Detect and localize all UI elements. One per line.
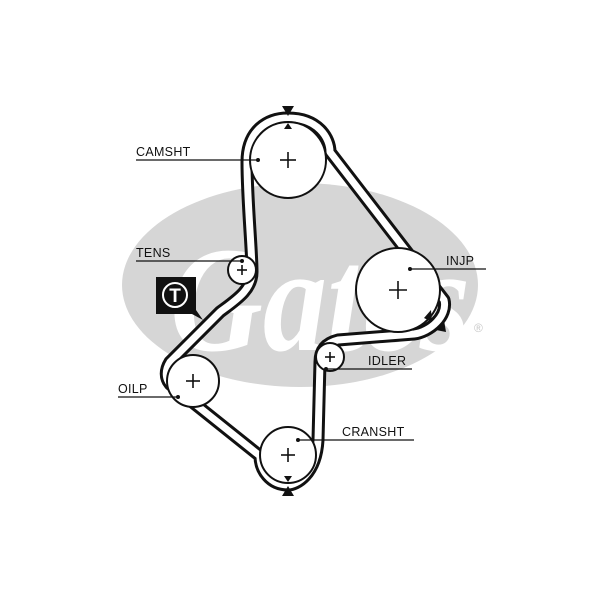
timing-marks: [282, 106, 446, 496]
registered-mark: ®: [474, 321, 483, 335]
belt-inner-line: [162, 114, 449, 489]
injp-outer-mark-arrow: [436, 320, 446, 332]
label-tensioner: TENS: [136, 246, 244, 263]
tensioner-badge-letter: T: [169, 286, 181, 307]
camshaft-inner-mark-arrow: [284, 123, 292, 129]
camshaft-timing-mark-arrow: [282, 106, 294, 116]
label-idler: IDLER: [324, 354, 412, 371]
crankshaft-inner-mark-arrow: [284, 476, 292, 482]
tensioner-badge-ring: [162, 282, 188, 308]
injp-timing-mark-arrow: [424, 310, 432, 322]
label-crankshaft-text: CRANSHT: [342, 425, 405, 439]
label-idler-text: IDLER: [368, 354, 406, 368]
tensioner-badge-shape: [156, 277, 203, 320]
oil-pump-pulley: [166, 354, 220, 408]
camshaft-pulley: [249, 121, 327, 199]
label-oil-pump-text: OILP: [118, 382, 148, 396]
label-tensioner-text: TENS: [136, 246, 171, 260]
label-injection-pump: INJP: [408, 254, 486, 271]
timing-belt: [159, 111, 451, 492]
label-injection-pump-text: INJP: [446, 254, 474, 268]
tensioner-badge: T: [156, 277, 203, 320]
tensioner-pulley: [227, 255, 257, 285]
label-crankshaft: CRANSHT: [296, 425, 414, 442]
crankshaft-pulley: [259, 426, 317, 484]
label-camshaft: CAMSHT: [136, 145, 260, 162]
idler-pulley: [315, 342, 345, 372]
label-camshaft-text: CAMSHT: [136, 145, 191, 159]
crankshaft-timing-mark-arrow: [282, 486, 294, 496]
label-oil-pump: OILP: [118, 382, 180, 399]
